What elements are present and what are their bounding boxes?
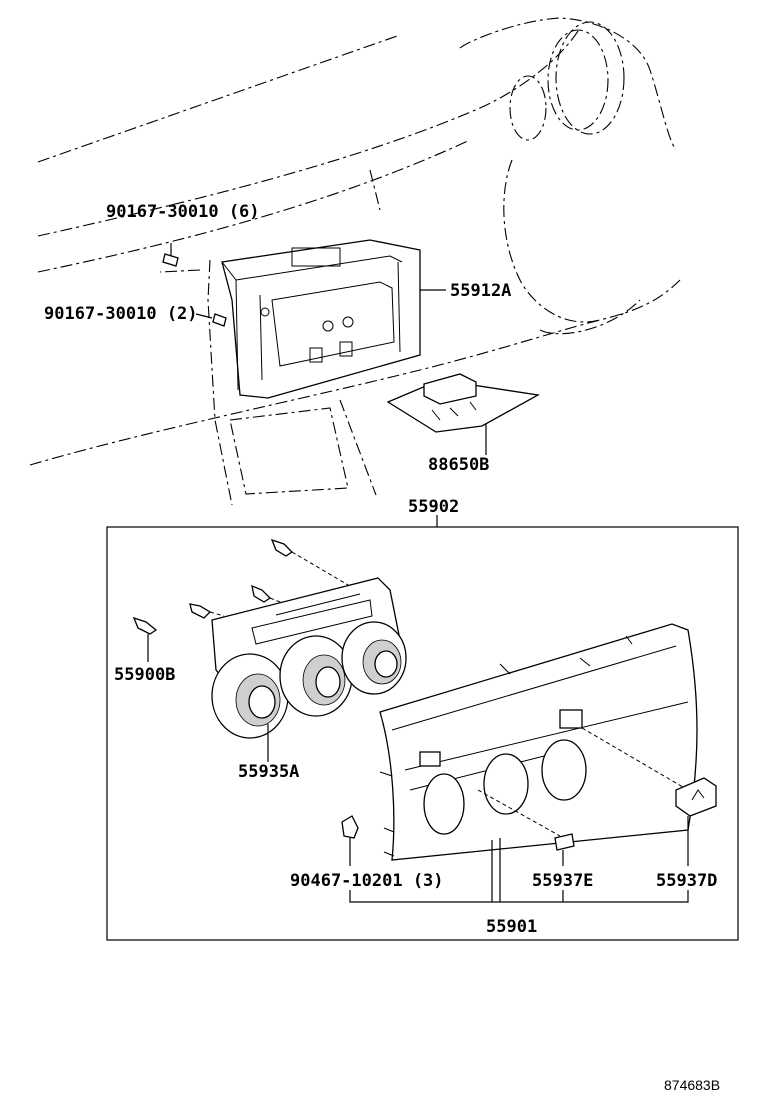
dashboard-outline — [29, 17, 681, 506]
screw-upper — [162, 243, 179, 267]
diagram-code: 874683B — [664, 1077, 720, 1093]
cover-55937e — [554, 833, 575, 866]
label-bolt: 55900B — [114, 665, 175, 685]
control-unit-55935a — [211, 577, 407, 762]
module-88650b — [386, 373, 540, 455]
label-switch: 55937D — [656, 871, 717, 891]
gauge-cluster — [509, 21, 625, 141]
leader-screw-mid — [195, 313, 213, 319]
label-panel: 55901 — [486, 917, 537, 937]
label-screw-mid: 90167-30010 (2) — [44, 304, 198, 324]
label-assembly: 55902 — [408, 497, 459, 517]
label-module: 88650B — [428, 455, 489, 475]
label-bracket: 55912A — [450, 281, 511, 301]
leader-55901 — [349, 838, 689, 903]
assembly-frame — [106, 515, 739, 941]
label-control-knobs: 55935A — [238, 762, 299, 782]
panel-55901 — [379, 623, 698, 861]
screw-lower — [212, 313, 227, 327]
label-knob-cover: 55937E — [532, 871, 593, 891]
label-screw-top: 90167-30010 (6) — [106, 202, 260, 222]
switch-55937d — [675, 777, 717, 866]
clip-90467 — [341, 815, 359, 866]
label-clip: 90467-10201 (3) — [290, 871, 444, 891]
bracket-55912a — [221, 239, 421, 399]
